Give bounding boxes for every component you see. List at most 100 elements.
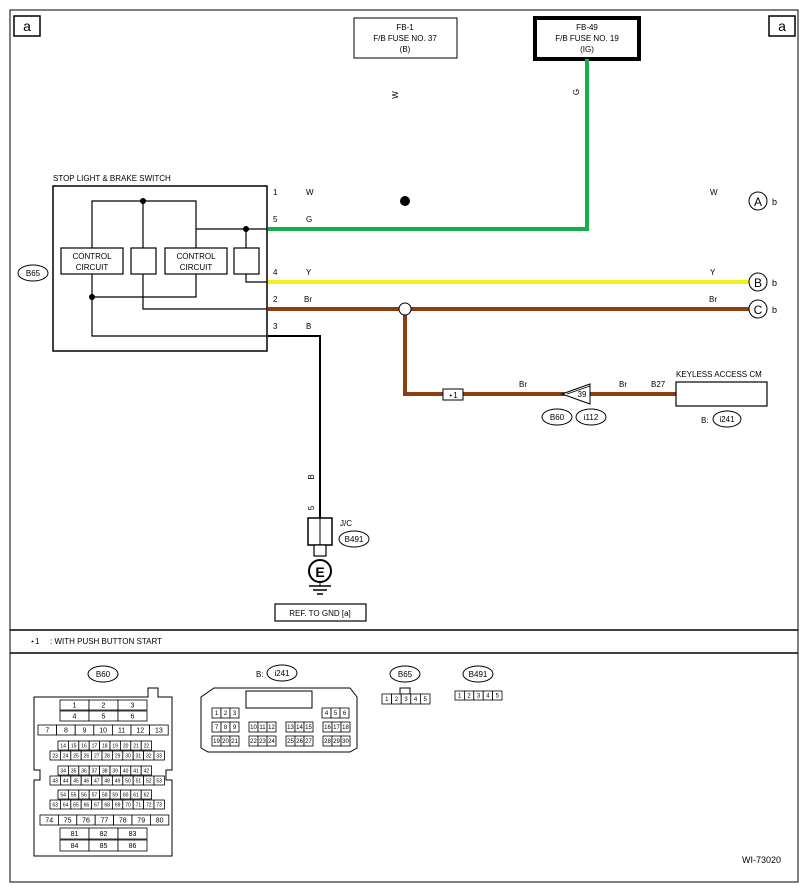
view-b60-oval [87,665,119,683]
b60-pin-29-label: 29 [115,753,121,759]
b60-pin-28-label: 28 [104,753,110,759]
b60-pin-53-cell [153,775,165,786]
b60-pin-78-label: 78 [119,817,127,824]
wire-label-br-branch2: Br [619,380,627,389]
keyless-conn-prefix: B: [701,416,709,425]
b60-pin-14-label: 14 [60,743,66,749]
pin-2: 2 [273,295,278,304]
wire-label-w-top: W [391,91,400,99]
switch-contact-2 [233,247,260,275]
connector-c-suffix: b [772,305,777,315]
wire-label-br-right: Br [709,295,717,304]
fuse-fb49-desc: F/B FUSE NO. 19 [555,34,619,43]
jc-conn-label: B491 [345,535,364,544]
i241-pin-9-label: 9 [233,725,237,731]
wire-label-g-left: G [306,215,312,224]
wire-brown-branch [403,309,443,396]
connector-i112-label: i112 [584,413,599,422]
b60-pin-71-label: 71 [136,802,142,808]
b60-pin-43-label: 43 [52,778,58,784]
view-i241-label: i241 [274,669,290,678]
i241-pin-22-label: 22 [250,739,257,745]
i241-pin-21-label: 21 [231,739,238,745]
b60-pin-30-label: 30 [125,753,131,759]
b60-pin-53-label: 53 [156,778,162,784]
b60-pin-62-cell [140,789,152,800]
b60-pin-46-label: 46 [84,778,90,784]
keyless-title: KEYLESS ACCESS CM [676,370,762,379]
b60-pin-26-label: 26 [84,753,90,759]
control-circuit-1-line1: CONTROL [72,252,112,261]
i241-pin-18-label: 18 [342,725,349,731]
i241-pin-8-label: 8 [224,725,228,731]
b491-pin-5-cell [492,690,503,701]
b65-pin-4-label: 4 [414,697,418,703]
b60-pin-10-label: 10 [99,727,107,734]
ground-label: E [315,564,324,580]
view-i241-housing [200,687,358,753]
inline-connector-inner [566,385,591,395]
wire-label-b-vertical: B [307,474,316,479]
b60-pin-7-label: 7 [45,727,49,734]
i241-pin-19-label: 19 [213,739,220,745]
connector-b60-oval [541,408,573,426]
b60-pin-62-label: 62 [144,792,150,798]
i241-pin-24-cell [266,735,277,747]
connector-b-suffix: b [772,278,777,288]
b60-pin-13-label: 13 [155,727,163,734]
jc-conn-oval [338,530,370,548]
control-circuit-2 [164,247,228,275]
b60-pin-60-label: 60 [123,792,129,798]
wire-black [268,335,321,518]
b60-pin-63-label: 63 [52,802,58,808]
control-circuit-1 [60,247,124,275]
connector-b65-label: B65 [26,269,41,278]
connector-b60-label: B60 [550,413,565,422]
b60-pin-16-label: 16 [81,743,87,749]
i241-pin-14-label: 14 [296,725,303,731]
b65-pin-5-label: 5 [424,697,428,703]
i241-pin-30-cell [340,735,351,747]
b60-pin-39-label: 39 [112,768,118,774]
jc-label: J/C [340,519,352,528]
b60-pin-85-label: 85 [100,843,108,850]
switch-node-3 [89,294,95,300]
b60-pin-24-label: 24 [63,753,69,759]
b60-pin-61-label: 61 [133,792,139,798]
b60-pin-12-label: 12 [136,727,144,734]
keyless-conn-label: i241 [719,415,735,424]
b60-pin-64-label: 64 [63,802,69,808]
b491-pin-5-label: 5 [496,694,500,700]
view-b491-oval [462,665,494,683]
i241-pin-4-label: 4 [325,711,329,717]
i241-pin-6-cell [339,707,350,719]
b491-pin-2-label: 2 [467,694,471,700]
wire-label-g-top: G [572,89,581,95]
fuse-fb1-box [353,17,458,59]
b60-pin-6-label: 6 [131,713,135,720]
wire-label-br-left: Br [304,295,312,304]
b60-pin-74-label: 74 [45,817,53,824]
b60-pin-59-label: 59 [112,792,118,798]
b60-pin-45-label: 45 [73,778,79,784]
b60-pin-22-cell [140,740,152,751]
b60-pin-13-cell [149,724,169,736]
b60-pin-44-label: 44 [63,778,69,784]
b60-pin-58-label: 58 [102,792,108,798]
switch-contact-1 [130,247,157,275]
b60-pin-31-label: 31 [136,753,142,759]
i241-pin-16-label: 16 [324,725,331,731]
i241-pin-2-label: 2 [224,711,228,717]
b60-pin-65-label: 65 [73,802,79,808]
keyless-pin: B27 [651,380,666,389]
view-i241-prefix: B: [256,670,264,679]
view-b65-oval [389,665,421,683]
corner-box-left [13,15,41,37]
corner-box-right [768,15,796,37]
b60-pin-33-label: 33 [156,753,162,759]
keyless-conn-oval [712,410,742,428]
b60-pin-2-label: 2 [102,702,106,709]
